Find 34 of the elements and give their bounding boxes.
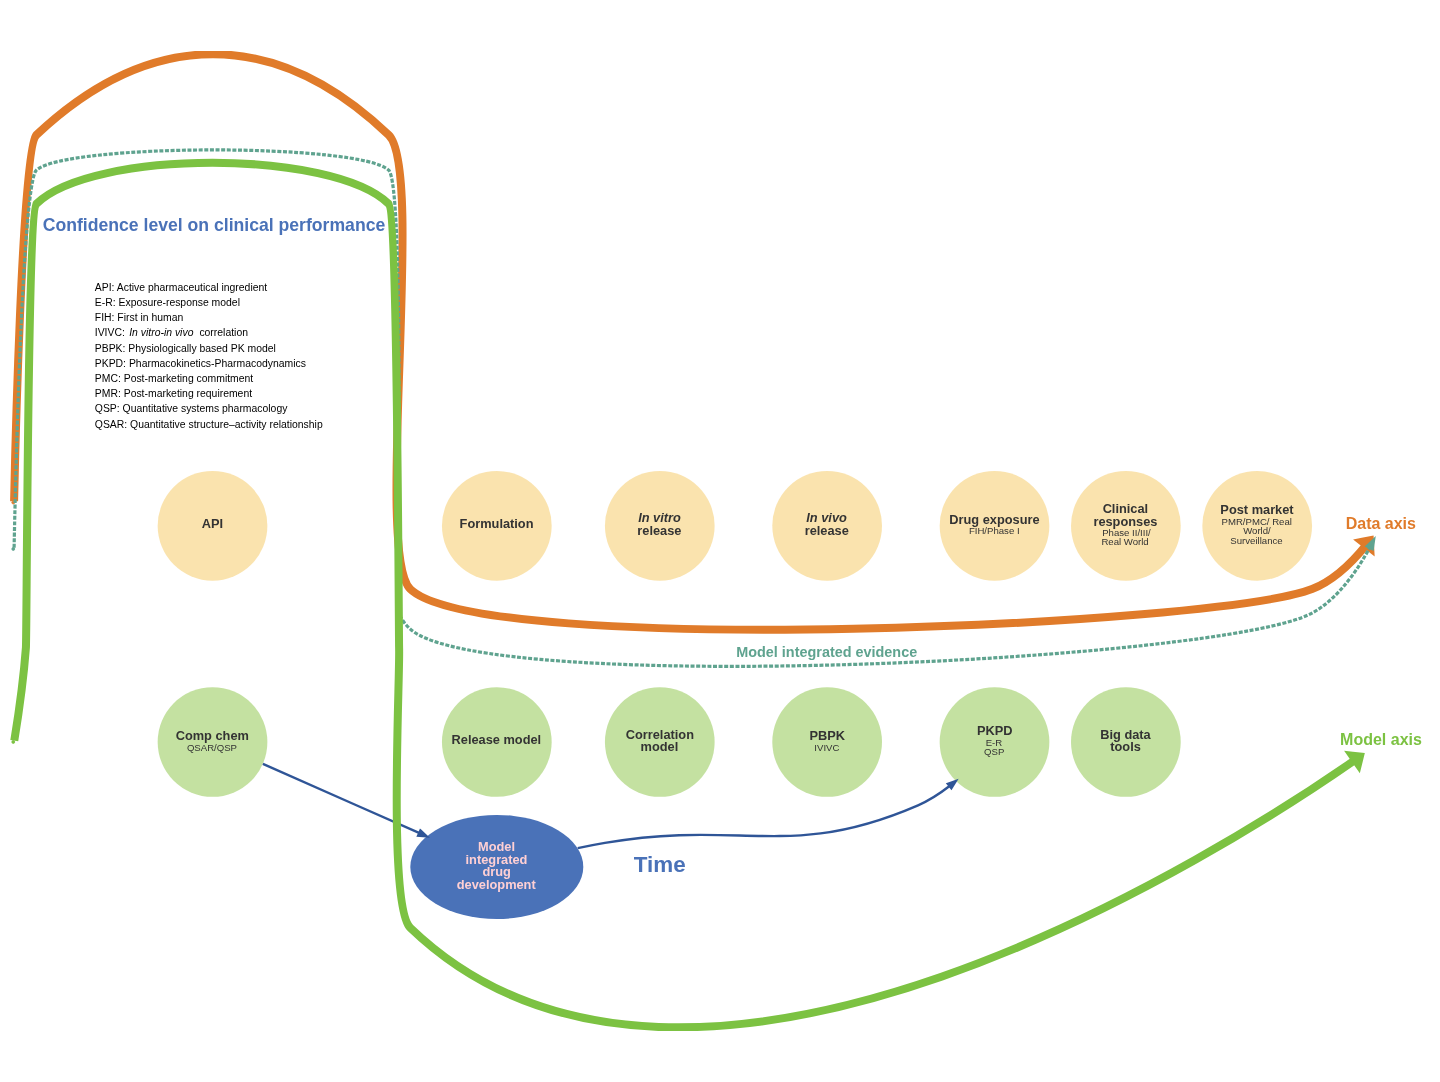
arrow bbox=[262, 762, 430, 838]
node-text: Data axis bbox=[1345, 515, 1416, 532]
label: PMC: Post-marketing commitment bbox=[94, 372, 254, 384]
node-ellipse: Model integrated drug development bbox=[410, 814, 584, 919]
node-circle: Drug exposure FIH/Phase I bbox=[939, 470, 1050, 581]
arrow bbox=[10, 51, 1375, 634]
node-circle: Big data tools bbox=[1071, 687, 1181, 797]
label: IVIVC: In vitro-in vivo correlation bbox=[94, 326, 248, 338]
label: E-R: Exposure-response model bbox=[94, 296, 240, 308]
node-circle: PKPD E-R QSP bbox=[939, 687, 1050, 797]
node-circle: Clinical responses Phase II/III/ Real World bbox=[1071, 470, 1181, 581]
label: Time bbox=[633, 852, 686, 878]
label: API: Active pharmaceutical ingredient bbox=[94, 281, 268, 293]
node-circle: PBPK IVIVC bbox=[772, 687, 882, 797]
node-circle: Comp chem QSAR/QSP bbox=[157, 687, 268, 797]
label: PKPD: Pharmacokinetics-Pharmacodynamics bbox=[94, 357, 306, 369]
arrow bbox=[577, 778, 959, 850]
label: QSP: Quantitative systems pharmacology bbox=[94, 403, 288, 415]
label: Confidence level on clinical performance bbox=[42, 214, 386, 235]
node-circle: In vivo release bbox=[772, 470, 882, 581]
arrow bbox=[10, 159, 1365, 1031]
label: FIH: First in human bbox=[94, 312, 184, 324]
label: PMR: Post-marketing requirement bbox=[94, 388, 253, 400]
node-circle: Post market PMR/PMC/ Real World/ Surveillance bbox=[1202, 470, 1313, 581]
node-circle: In vitro release bbox=[604, 470, 715, 581]
node-circle: Correlation model bbox=[604, 687, 715, 797]
node-circle: Formulation bbox=[441, 470, 552, 581]
node-circle: API bbox=[157, 470, 268, 581]
node-text: Model axis bbox=[1340, 731, 1422, 749]
label: QSAR: Quantitative structure–activity relationship bbox=[94, 418, 323, 430]
node-circle: Release model bbox=[441, 687, 552, 797]
arrow bbox=[12, 148, 1376, 668]
edge-label: Model integrated evidence bbox=[736, 644, 918, 661]
label: PBPK: Physiologically based PK model bbox=[94, 342, 276, 354]
